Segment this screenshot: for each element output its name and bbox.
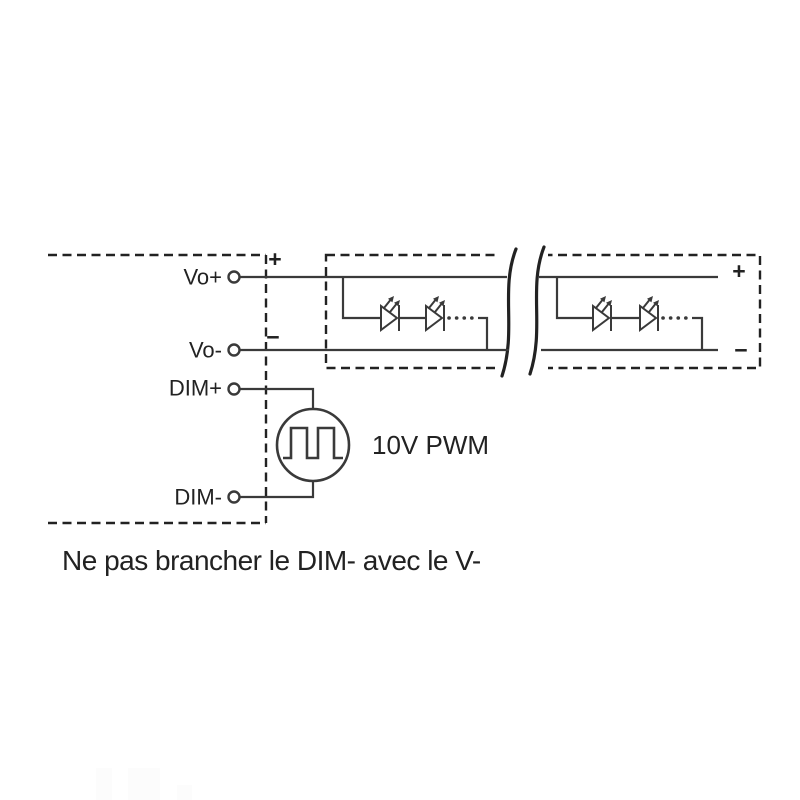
terminal-dim-plus [227,382,241,396]
driver-minus-mark: − [266,324,279,350]
led-string-1 [341,277,489,350]
warning-note: Ne pas brancher le DIM- avec le V- [62,545,481,576]
faint-artifact [96,768,112,800]
terminal-dim-minus [227,490,241,504]
pwm-source [275,407,351,483]
led-load-outline [324,253,762,370]
led-icon [380,295,401,332]
led-load-plus-mark: + [732,258,745,284]
terminal-vo-minus [227,343,241,357]
pwm-source-label: 10V PWM [372,430,489,460]
pwm-source-icon [275,407,351,483]
label-vo-plus: Vo+ [183,265,222,290]
led-string-2 [555,277,704,350]
led-load-minus-mark: − [734,337,747,363]
dim-plus-wire [240,387,315,409]
terminal-vo-plus [227,270,241,284]
faint-artifact [128,768,160,800]
label-vo-minus: Vo- [189,338,222,363]
label-dim-plus: DIM+ [169,376,222,401]
faint-artifact [177,785,192,800]
driver-plus-mark: + [268,246,281,272]
dim-minus-wire [240,481,315,499]
line-break-icon [500,245,546,378]
led-icon [639,295,660,332]
led-icon [425,295,446,332]
led-icon [592,295,613,332]
square-wave-icon [283,426,343,460]
label-dim-minus: DIM- [174,485,222,510]
